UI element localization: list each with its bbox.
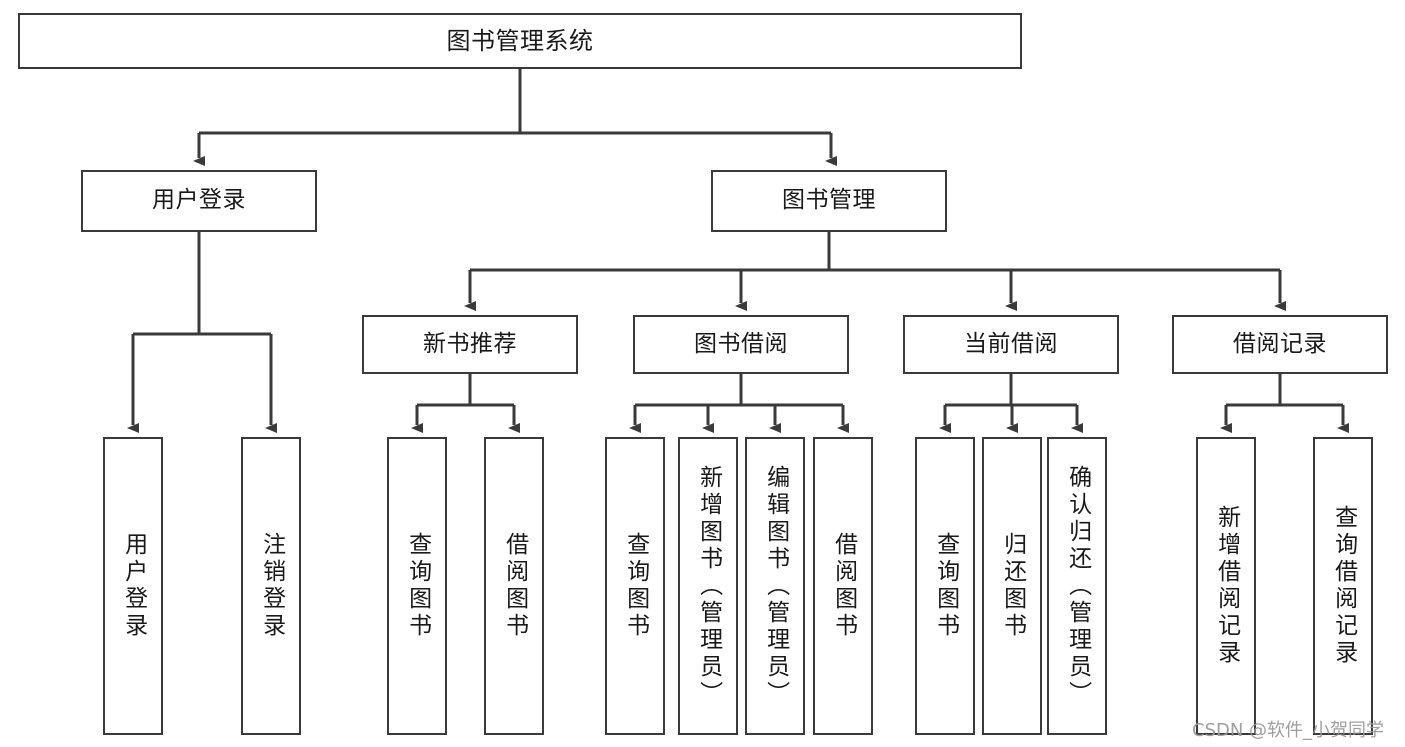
node-leaf-edit-book[interactable]: 编辑图书（管理员）	[745, 437, 805, 735]
node-root[interactable]: 图书管理系统	[18, 13, 1022, 69]
node-leaf-query-book-borrow-label: 查询图书	[622, 532, 649, 640]
node-leaf-add-book-label: 新增图书（管理员）	[695, 464, 722, 708]
node-leaf-query-book-cur-label: 查询图书	[932, 532, 959, 640]
node-borrow-record[interactable]: 借阅记录	[1172, 315, 1388, 374]
node-leaf-confirm-return[interactable]: 确认归还（管理员）	[1047, 437, 1107, 735]
node-leaf-query-book-borrow[interactable]: 查询图书	[605, 437, 665, 735]
node-leaf-edit-book-label: 编辑图书（管理员）	[762, 464, 789, 708]
node-leaf-borrow-book-rec[interactable]: 借阅图书	[484, 437, 544, 735]
node-leaf-return-book[interactable]: 归还图书	[982, 437, 1042, 735]
node-leaf-borrow-book-rec-label: 借阅图书	[501, 532, 528, 640]
node-user-login[interactable]: 用户登录	[81, 170, 317, 232]
node-leaf-query-book-rec[interactable]: 查询图书	[387, 437, 447, 735]
node-leaf-add-book[interactable]: 新增图书（管理员）	[678, 437, 738, 735]
node-leaf-add-record-label: 新增借阅记录	[1213, 505, 1240, 667]
node-book-manage[interactable]: 图书管理	[711, 170, 947, 232]
node-current-borrow[interactable]: 当前借阅	[903, 315, 1119, 374]
node-leaf-user-login-label: 用户登录	[120, 532, 147, 640]
node-leaf-user-logout-label: 注销登录	[258, 532, 285, 640]
node-leaf-add-record[interactable]: 新增借阅记录	[1196, 437, 1256, 735]
node-book-borrow[interactable]: 图书借阅	[633, 315, 849, 374]
node-leaf-confirm-return-label: 确认归还（管理员）	[1064, 464, 1091, 708]
node-leaf-query-record[interactable]: 查询借阅记录	[1313, 437, 1373, 735]
node-leaf-user-login[interactable]: 用户登录	[103, 437, 163, 735]
node-new-book-rec-label: 新书推荐	[423, 330, 517, 357]
csdn-watermark: CSDN @软件_小贺同学	[1192, 720, 1385, 741]
node-leaf-user-logout[interactable]: 注销登录	[241, 437, 301, 735]
node-user-login-label: 用户登录	[152, 187, 246, 214]
node-current-borrow-label: 当前借阅	[964, 330, 1058, 357]
node-new-book-rec[interactable]: 新书推荐	[362, 315, 578, 374]
node-leaf-borrow-book-label: 借阅图书	[830, 532, 857, 640]
node-root-label: 图书管理系统	[446, 26, 594, 55]
node-leaf-return-book-label: 归还图书	[999, 532, 1026, 640]
node-leaf-query-book-rec-label: 查询图书	[404, 532, 431, 640]
node-borrow-record-label: 借阅记录	[1233, 330, 1327, 357]
node-leaf-borrow-book[interactable]: 借阅图书	[813, 437, 873, 735]
node-book-manage-label: 图书管理	[782, 187, 876, 214]
node-leaf-query-book-cur[interactable]: 查询图书	[915, 437, 975, 735]
node-book-borrow-label: 图书借阅	[694, 330, 788, 357]
node-leaf-query-record-label: 查询借阅记录	[1330, 505, 1357, 667]
